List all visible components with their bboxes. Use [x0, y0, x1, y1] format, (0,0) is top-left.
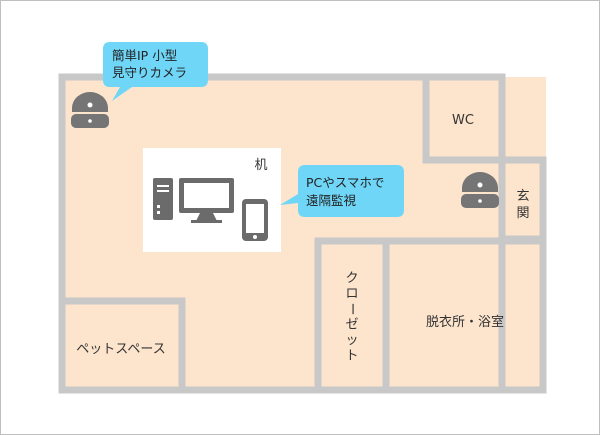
monitor-callout: PCやスマホで 遠隔監視: [280, 165, 404, 217]
room-label-pet: ペットスペース: [76, 342, 165, 357]
closet-label-char: ロ: [345, 287, 358, 302]
svg-text:関: 関: [516, 206, 529, 221]
floor: [62, 77, 546, 391]
closet-label-char: ー: [344, 302, 359, 315]
closet-label-char: ク: [345, 271, 358, 286]
camera-callout: 簡単IP 小型 見守りカメラ: [103, 42, 208, 101]
desktop-pc-icon: [153, 178, 234, 223]
monitor-callout-line1: PCやスマホで: [306, 175, 384, 190]
walls: [58, 73, 547, 394]
monitor-callout-line2: 遠隔監視: [306, 193, 357, 208]
closet-label-char: ト: [345, 349, 358, 364]
room-label-entrance: 玄 関: [516, 189, 529, 221]
camera-callout-line1: 簡単IP 小型: [112, 48, 177, 63]
room-label-wc: WC: [452, 113, 474, 128]
desk-label: 机: [254, 158, 267, 173]
svg-text:玄: 玄: [516, 189, 529, 204]
dome-camera-icon: [71, 92, 109, 128]
camera-callout-line2: 見守りカメラ: [112, 65, 187, 80]
closet-label-char: ッ: [345, 333, 358, 348]
smartphone-icon: [242, 199, 268, 241]
room-label-bath: 脱衣所・浴室: [426, 314, 504, 330]
closet-label-char: ゼ: [345, 318, 358, 333]
dome-camera-icon: [461, 172, 499, 208]
